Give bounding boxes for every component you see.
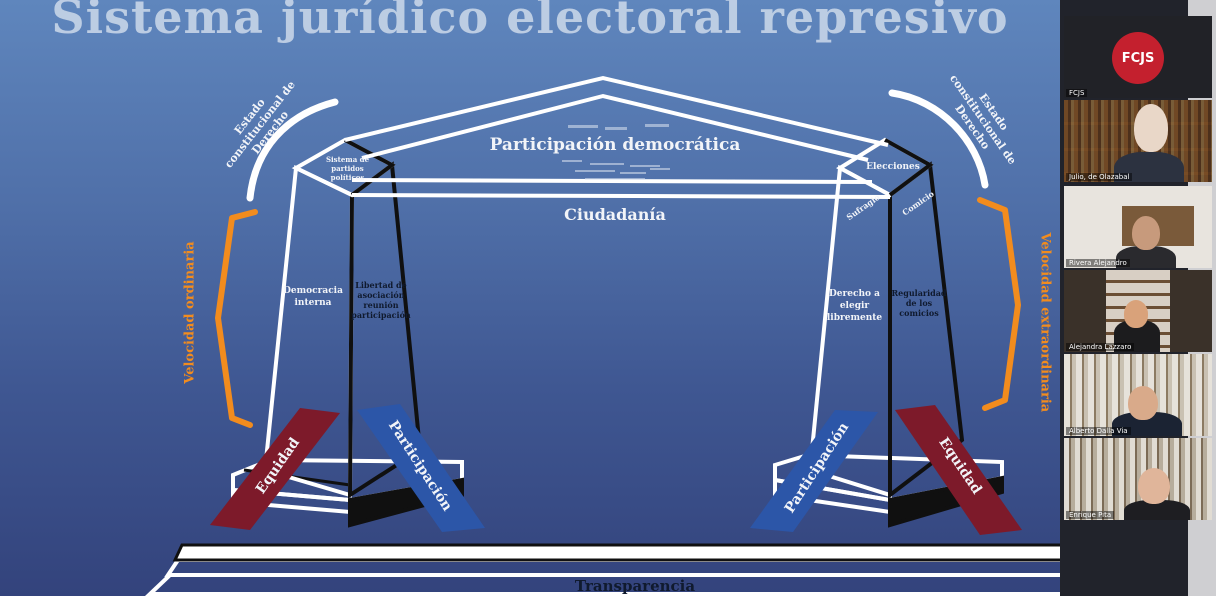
participant-tile-video[interactable]: Julio, de Olazabal [1064,100,1212,182]
participant-name: Enrique Pita [1066,511,1115,519]
participant-name: Julio, de Olazabal [1066,173,1133,181]
right-pillar [807,137,965,500]
left-arc [246,98,339,202]
participant-tile-video[interactable]: Alberto Dalla Via [1064,354,1212,436]
right-bracket-label: Velocidad extraordinaria [1037,232,1053,413]
participant-tile-video[interactable]: Alejandra Lazzaro [1064,270,1212,352]
left-blue-band [357,404,485,532]
temple-diagram [144,75,1060,596]
beam-label: Ciudadanía [564,205,666,224]
base-steps [144,543,1060,596]
base-label: Transparencia [574,577,696,595]
right-red-band [895,405,1022,535]
left-capital-label: Sistema de partidos políticos [325,155,370,182]
participant-tile-video[interactable]: Rivera Alejandro [1064,186,1212,268]
fcjs-avatar: FCJS [1112,32,1164,84]
word-cloud [562,124,670,180]
right-orange-bracket [977,197,1021,411]
roof-pediment [344,75,891,199]
participant-name: FCJS [1066,89,1088,97]
participant-name: Alberto Dalla Via [1066,427,1131,435]
left-pillar-side-label: Libertad de asociación reunión participa… [351,280,411,320]
left-orange-bracket [215,209,258,428]
left-pillar-front-label: Democracia interna [283,286,343,308]
participant-name: Rivera Alejandro [1066,259,1130,267]
right-pillar-front-label: Derecho a elegir libremente [826,289,883,323]
avatar-text: FCJS [1121,50,1155,66]
participant-tile-fcjs[interactable]: FCJS FCJS [1064,16,1212,98]
left-red-band [210,408,340,530]
slide-title: Sistema jurídico electoral represivo [51,0,1009,44]
participant-name: Alejandra Lazzaro [1066,343,1135,351]
right-capital-label: Elecciones [866,162,920,172]
right-arc [888,89,989,189]
left-bracket-label: Velocidad ordinaria [182,241,198,384]
right-pillar-side-label: Regularidad de los comicios [891,288,947,318]
presentation-slide: Sistema jurídico electoral represivo Par… [0,0,1060,596]
right-blue-band [750,410,878,532]
roof-label: Participación democrática [489,135,741,155]
participant-tile-video[interactable]: Enrique Pita [1064,438,1212,520]
